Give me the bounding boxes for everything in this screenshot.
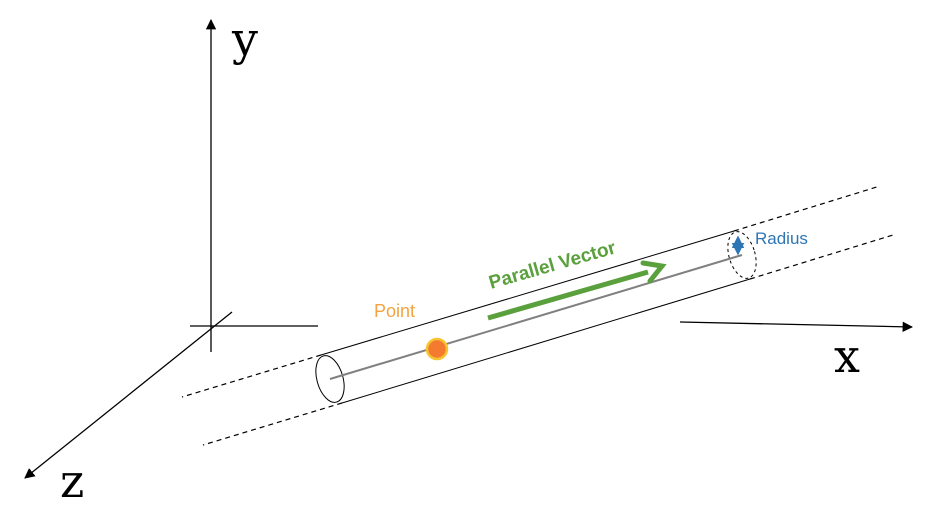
cylinder-right-end: [727, 231, 757, 279]
cylinder-top-edge: [320, 230, 735, 356]
cylinder-bottom-edge: [341, 278, 751, 404]
y-axis-label: y: [231, 12, 258, 66]
point-marker: [425, 337, 449, 361]
parallel-vector-arrowhead: [640, 260, 667, 284]
z-axis-label: z: [60, 454, 84, 508]
point-label: Point: [374, 301, 415, 321]
z-axis-line: [24, 311, 233, 479]
radius-label: Radius: [755, 229, 808, 248]
x-axis-label: x: [834, 329, 860, 383]
x-axis-line: [679, 321, 914, 332]
top-extension-left: [181, 354, 322, 398]
bottom-extension-right: [749, 234, 894, 280]
bottom-extension-left: [202, 402, 343, 446]
top-extension-right: [733, 185, 881, 232]
cylinder-center-line: [329, 254, 743, 380]
parallel-vector-shaft: [487, 269, 649, 321]
